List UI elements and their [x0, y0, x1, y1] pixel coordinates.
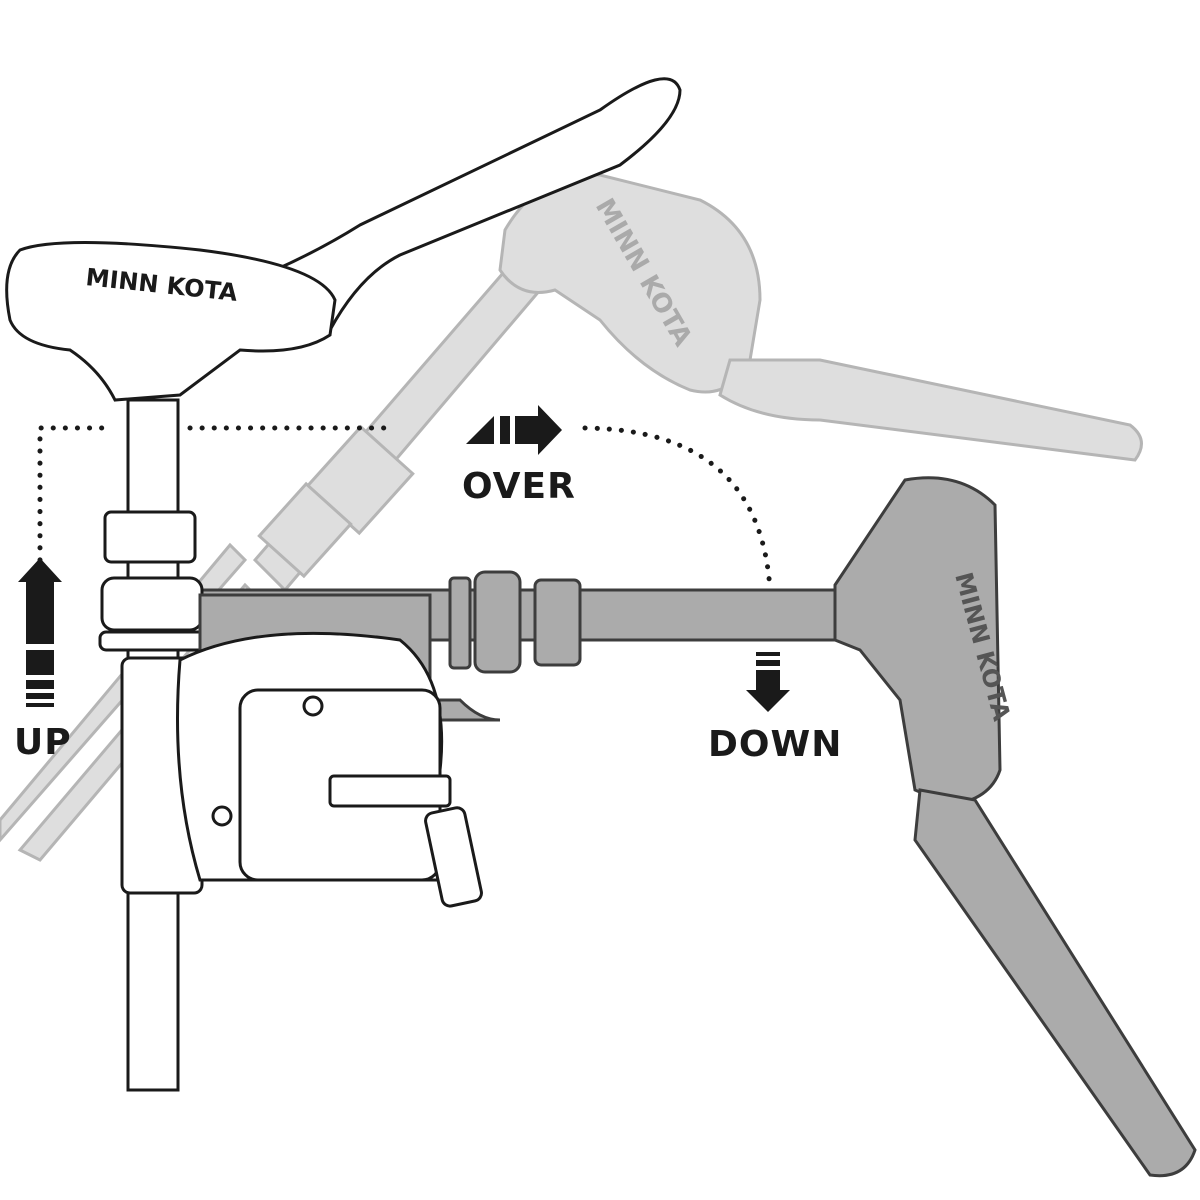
up-arrow-icon — [18, 558, 62, 707]
down-arrow-icon — [746, 652, 790, 712]
down-label: DOWN — [708, 724, 843, 765]
up-label: UP — [14, 722, 72, 763]
over-arrow-icon — [466, 405, 562, 455]
upright-motor: MINN KOTA — [5, 77, 682, 1092]
motion-path — [37, 425, 773, 593]
over-label: OVER — [462, 466, 576, 507]
